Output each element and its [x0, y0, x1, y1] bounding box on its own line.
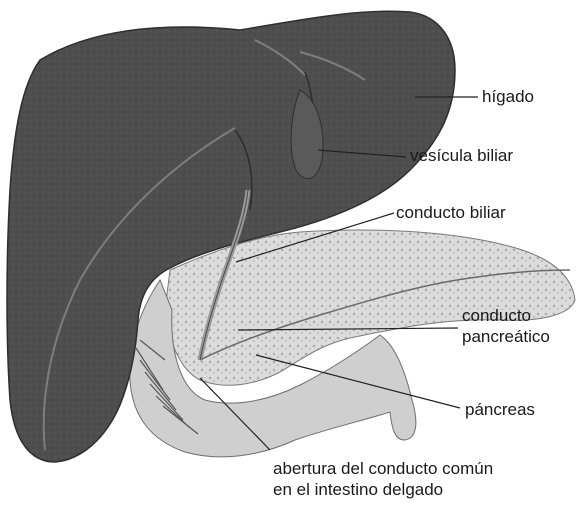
label-pancreas: páncreas: [465, 399, 535, 420]
label-pancreatic-duct: conducto pancreático: [462, 305, 550, 347]
label-common-duct-opening: abertura del conducto común en el intest…: [273, 458, 493, 500]
label-pancreatic-duct-line1: conducto: [462, 305, 550, 326]
label-pancreatic-duct-line2: pancreático: [462, 326, 550, 347]
label-liver: hígado: [482, 86, 534, 107]
label-gallbladder: vesícula biliar: [410, 145, 513, 166]
label-bile-duct: conducto biliar: [396, 202, 506, 223]
label-common-duct-opening-line1: abertura del conducto común: [273, 458, 493, 479]
label-common-duct-opening-line2: en el intestino delgado: [273, 479, 493, 500]
